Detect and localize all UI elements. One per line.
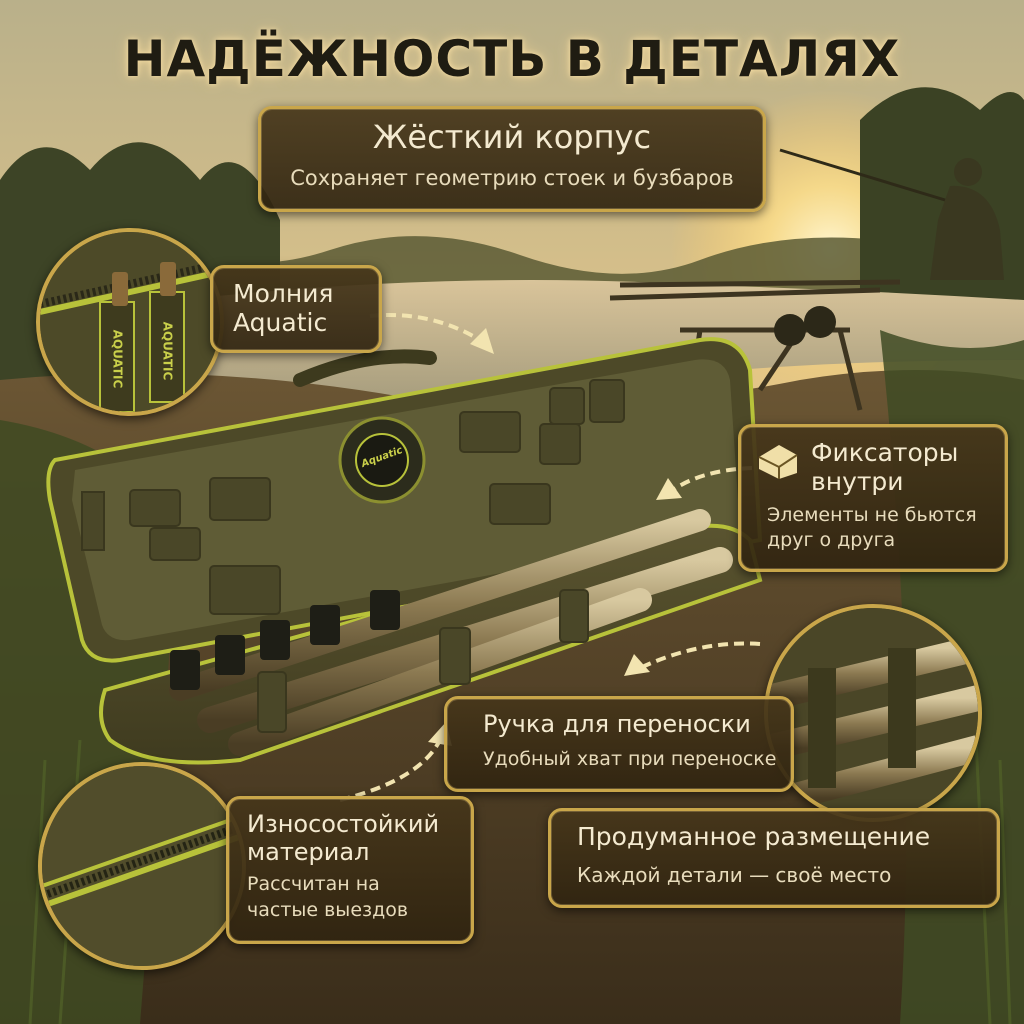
poles-strap-icon [768,608,978,818]
callout-sub-line1: Рассчитан на [247,873,380,896]
callout-title-line2: внутри [811,466,904,496]
callout-handle: Ручка для переноски Удобный хват при пер… [444,696,794,792]
zipper-detail-circle: AQUATIC AQUATIC [36,228,224,416]
fixer-clip-icon [758,445,798,479]
callout-subtitle: Сохраняет геометрию стоек и бузбаров [290,165,734,190]
callout-rigid-body: Жёсткий корпус Сохраняет геометрию стоек… [258,106,766,212]
callout-title-line2: Aquatic [233,307,328,337]
callout-title-line1: Фиксаторы [811,438,959,467]
callout-title: Ручка для переноски [483,710,751,738]
callout-sub-line2: частые выездов [247,898,409,921]
zipper-pull-icon [40,232,220,412]
callout-sub-line1: Элементы не бьются [767,503,977,526]
callout-sub-line2: друг о друга [767,529,896,552]
placement-detail-circle [764,604,982,822]
strap-text-left: AQUATIC [110,329,125,389]
page-title: НАДЁЖНОСТЬ В ДЕТАЛЯХ [123,30,901,88]
callout-title-line2: материал [247,837,370,866]
strap-text-right: AQUATIC [160,321,175,381]
callout-placement: Продуманное размещение Каждой детали — с… [548,808,1000,908]
callout-title-line1: Молния [233,279,334,308]
fisherman [779,148,1004,280]
fabric-zipper-icon [42,766,242,966]
rack-bag [46,337,763,765]
callout-subtitle: Удобный хват при переноске [483,747,777,770]
callout-title-line1: Износостойкий [247,810,440,838]
callout-title: Продуманное размещение [577,822,931,851]
callout-material: Износостойкий материал Рассчитан на част… [226,796,474,944]
callout-subtitle: Каждой детали — своё место [577,862,892,887]
material-detail-circle [38,762,246,970]
callout-zipper: Молния Aquatic [210,265,382,353]
callout-title: Жёсткий корпус [372,118,652,156]
callout-fixers: Фиксаторы внутри Элементы не бьются друг… [738,424,1008,572]
